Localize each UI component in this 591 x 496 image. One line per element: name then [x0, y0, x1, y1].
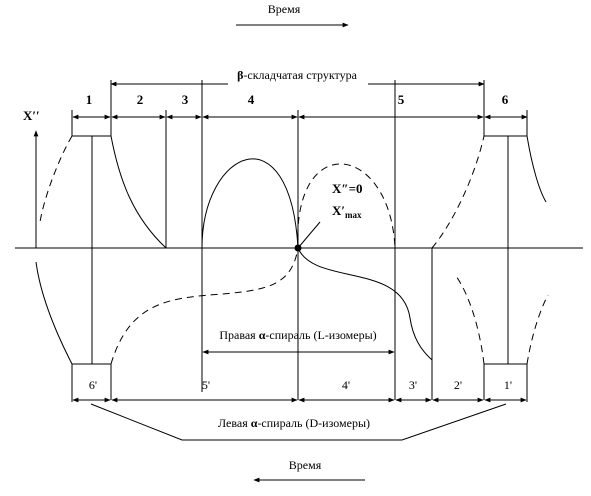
right-helix-label: Правая α-спираль (L-изомеры) [219, 328, 376, 342]
bottom-region-label: 2' [454, 378, 462, 392]
beta-structure-label: β-складчатая структура [237, 68, 358, 82]
top-region-label: 1 [86, 92, 93, 107]
region-boundary-lines [71, 80, 528, 402]
left-helix-label: Левая α-спираль (D-изомеры) [218, 416, 370, 430]
bottom-region-label: 5' [202, 378, 210, 392]
inflection-pointer [297, 221, 321, 249]
time-label-bottom: Время [289, 458, 322, 472]
top-region-label: 4 [248, 92, 255, 107]
right-helix-curves [35, 135, 547, 365]
left-helix-funnel [90, 403, 507, 441]
bottom-region-label: 3' [409, 378, 417, 392]
y-axis-label: X′′ [23, 108, 40, 123]
top-region-label: 5 [398, 92, 405, 107]
bottom-region-label: 1' [504, 378, 512, 392]
bottom-region-label: 6' [89, 378, 97, 392]
zero-second-derivative-label: X″=0 [332, 181, 362, 196]
top-region-labels: 1 2 3 4 5 6 [86, 92, 509, 107]
top-region-label: 2 [137, 92, 144, 107]
top-region-label: 3 [182, 92, 189, 107]
time-label-top: Время [268, 2, 301, 16]
max-first-derivative-label: X′max [332, 203, 362, 220]
top-region-label: 6 [502, 92, 509, 107]
left-helix-curves [39, 135, 549, 365]
bottom-region-label: 4' [342, 378, 350, 392]
bottom-region-labels: 6' 5' 4' 3' 2' 1' [89, 378, 512, 392]
